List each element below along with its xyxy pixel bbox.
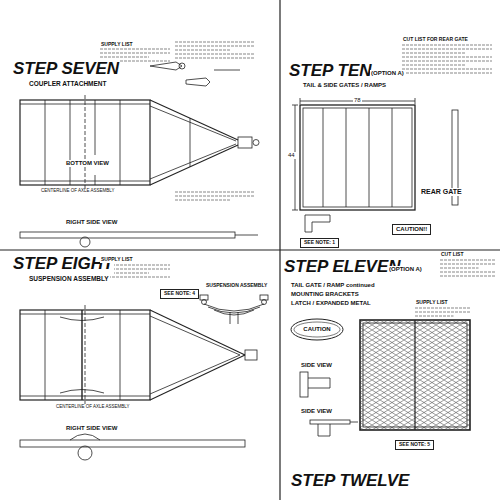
view-label: BOTTOM VIEW [65,160,110,167]
dimension: 44 [287,152,296,159]
side-view-strip [20,434,245,460]
fine-print [100,42,495,316]
view-label: SIDE VIEW [300,408,333,415]
view-label: RIGHT SIDE VIEW [65,219,118,226]
trailer-frame [20,95,259,190]
side-view-strip [20,232,258,247]
step-subtitle: SUSPENSION ASSEMBLY [28,275,110,282]
note-text: CAUTION!! [396,226,427,233]
step-heading: STEP SEVEN [12,60,120,79]
option-label: (OPTION A) [388,266,423,273]
note-text: SEE NOTE: 4 [164,291,195,297]
note-box: SEE NOTE: 5 [395,440,434,450]
list-heading: SUPPLY LIST [100,257,134,263]
step-subtitle: TAIL & SIDE GATES / RAMPS [302,82,387,89]
step-heading: STEP TWELVE [290,472,410,491]
step-subtitle: TAIL GATE / RAMP continued [290,282,376,289]
note-text: CAUTION [303,326,330,333]
caution-box: CAUTION!! [392,224,431,235]
list-heading: CUT LIST FOR REAR GATE [402,37,469,43]
step-heading: STEP ELEVEN [283,258,402,277]
note-text: SEE NOTE: 5 [399,442,430,448]
step-subtitle: LATCH / EXPANDED METAL [290,300,372,307]
view-label: RIGHT SIDE VIEW [65,425,118,432]
rear-gate [292,98,458,232]
step-subtitle: COUPLER ATTACHMENT [28,80,108,87]
view-label: SIDE VIEW [300,362,333,369]
axle-note: CENTERLINE OF AXLE ASSEMBLY [55,405,130,410]
trailer-frame [20,305,257,404]
note-box: SEE NOTE: 4 [160,289,199,299]
note-box: SEE NOTE: 1 [300,238,339,248]
list-heading: SUPPLY LIST [100,42,134,48]
part-label: REAR GATE [420,188,463,196]
step-heading: STEP TEN [288,62,373,81]
list-heading: SUPPLY LIST [415,300,449,306]
step-subtitle: MOUNTING BRACKETS [290,291,360,298]
leaf-spring-detail [200,295,268,324]
detail-label: SUSPENSION ASSEMBLY [205,283,268,289]
coupler-detail [150,62,240,86]
dimension: 78 [353,97,362,104]
list-heading: CUT LIST [440,252,465,258]
note-text: SEE NOTE: 1 [304,240,335,246]
expanded-metal-gate [360,320,470,430]
caution-stamp: CAUTION [290,318,344,341]
option-label: (OPTION A) [370,70,405,77]
axle-note: CENTERLINE OF AXLE ASSEMBLY [40,189,115,194]
bracket-side-view [300,372,358,436]
